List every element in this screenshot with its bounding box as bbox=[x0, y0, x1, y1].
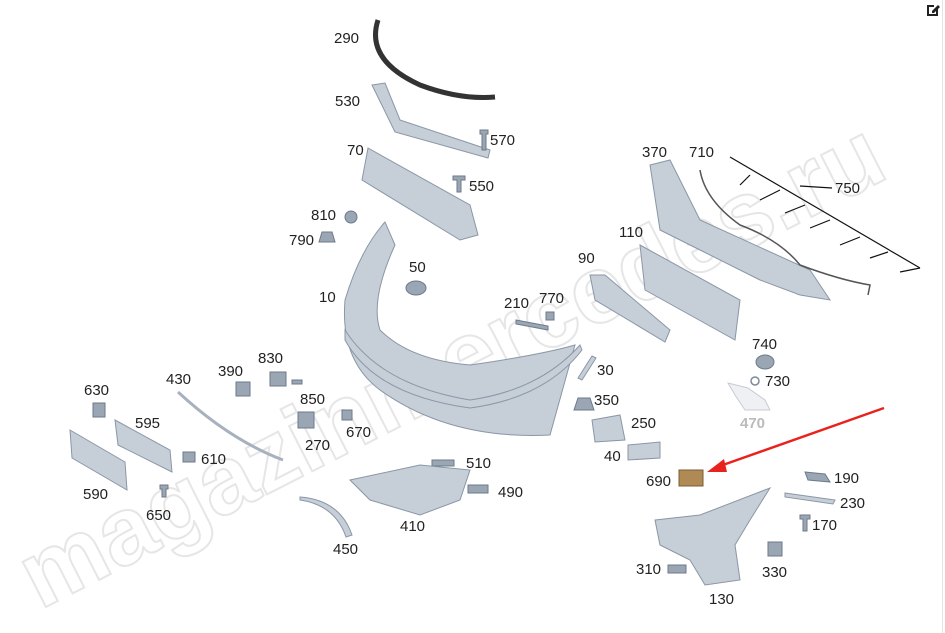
label-770[interactable]: 770 bbox=[539, 290, 564, 307]
part-530-bracket[interactable] bbox=[371, 82, 491, 159]
label-130[interactable]: 130 bbox=[709, 591, 734, 608]
label-290[interactable]: 290 bbox=[334, 30, 359, 47]
label-70[interactable]: 70 bbox=[347, 142, 364, 159]
part-310-clip[interactable] bbox=[667, 564, 687, 574]
label-170[interactable]: 170 bbox=[812, 517, 837, 534]
label-30[interactable]: 30 bbox=[597, 362, 614, 379]
part-710-cable[interactable] bbox=[699, 169, 871, 296]
label-590[interactable]: 590 bbox=[83, 486, 108, 503]
label-740[interactable]: 740 bbox=[752, 336, 777, 353]
part-40-insert[interactable] bbox=[627, 441, 661, 461]
part-110-grille-frame[interactable] bbox=[639, 244, 741, 341]
part-690-module[interactable] bbox=[678, 469, 704, 487]
part-470-holder[interactable] bbox=[726, 382, 771, 411]
part-410-lower-grille[interactable] bbox=[348, 464, 471, 516]
part-70-grille[interactable] bbox=[361, 147, 479, 241]
part-595-plate-holder[interactable] bbox=[114, 419, 173, 473]
label-410[interactable]: 410 bbox=[400, 518, 425, 535]
label-310[interactable]: 310 bbox=[636, 561, 661, 578]
part-670-clip[interactable] bbox=[341, 409, 353, 421]
label-250[interactable]: 250 bbox=[631, 415, 656, 432]
part-730-ring[interactable] bbox=[750, 376, 760, 386]
label-790[interactable]: 790 bbox=[289, 232, 314, 249]
label-10[interactable]: 10 bbox=[319, 289, 336, 306]
label-750[interactable]: 750 bbox=[835, 180, 860, 197]
label-50[interactable]: 50 bbox=[409, 259, 426, 276]
label-510[interactable]: 510 bbox=[466, 455, 491, 472]
label-610[interactable]: 610 bbox=[201, 451, 226, 468]
label-550[interactable]: 550 bbox=[469, 178, 494, 195]
highlight-arrow bbox=[707, 406, 885, 472]
part-130-bracket[interactable] bbox=[654, 486, 772, 586]
part-650-screw[interactable] bbox=[159, 484, 169, 498]
label-90[interactable]: 90 bbox=[578, 250, 595, 267]
label-850[interactable]: 850 bbox=[300, 391, 325, 408]
part-210-strip[interactable] bbox=[515, 319, 549, 331]
label-330[interactable]: 330 bbox=[762, 564, 787, 581]
part-250-bracket[interactable] bbox=[591, 414, 626, 443]
label-230[interactable]: 230 bbox=[840, 495, 865, 512]
part-430-strip[interactable] bbox=[176, 390, 284, 462]
label-430[interactable]: 430 bbox=[166, 371, 191, 388]
part-550-screw[interactable] bbox=[452, 175, 466, 193]
part-290-trim-strip[interactable] bbox=[373, 19, 496, 100]
label-670[interactable]: 670 bbox=[346, 424, 371, 441]
label-110[interactable]: 110 bbox=[619, 224, 643, 241]
label-470[interactable]: 470 bbox=[740, 415, 765, 432]
part-610-clip[interactable] bbox=[182, 451, 196, 463]
part-810-clip[interactable] bbox=[344, 210, 358, 224]
label-570[interactable]: 570 bbox=[490, 132, 515, 149]
label-730[interactable]: 730 bbox=[765, 373, 790, 390]
part-750-sensor-strip[interactable] bbox=[729, 156, 921, 273]
label-190[interactable]: 190 bbox=[834, 470, 859, 487]
label-530[interactable]: 530 bbox=[335, 93, 360, 110]
panel-edge bbox=[942, 0, 943, 633]
label-650[interactable]: 650 bbox=[146, 507, 171, 524]
part-10-lower-lip[interactable] bbox=[344, 328, 583, 409]
part-850-screw[interactable] bbox=[291, 379, 303, 385]
part-510-clip[interactable] bbox=[431, 459, 455, 467]
part-30-strip[interactable] bbox=[577, 355, 597, 381]
label-40[interactable]: 40 bbox=[604, 448, 621, 465]
label-390[interactable]: 390 bbox=[218, 363, 243, 380]
label-595[interactable]: 595 bbox=[135, 415, 160, 432]
label-830[interactable]: 830 bbox=[258, 350, 283, 367]
part-790-clip[interactable] bbox=[318, 231, 336, 243]
part-370-absorber[interactable] bbox=[649, 159, 832, 301]
label-710[interactable]: 710 bbox=[689, 144, 714, 161]
edit-icon[interactable] bbox=[925, 2, 941, 18]
part-570-screw[interactable] bbox=[479, 129, 489, 151]
part-170-screw[interactable] bbox=[799, 514, 811, 532]
label-490[interactable]: 490 bbox=[498, 484, 523, 501]
part-350-clip[interactable] bbox=[573, 397, 595, 411]
part-230-strip[interactable] bbox=[784, 492, 836, 505]
label-270[interactable]: 270 bbox=[305, 437, 330, 454]
label-690[interactable]: 690 bbox=[646, 473, 671, 490]
label-630[interactable]: 630 bbox=[84, 382, 109, 399]
part-450-trim[interactable] bbox=[299, 496, 353, 538]
part-50-emblem[interactable] bbox=[405, 280, 427, 296]
part-190-clip[interactable] bbox=[804, 471, 831, 483]
part-490-clip[interactable] bbox=[467, 484, 489, 494]
part-740-sensor[interactable] bbox=[755, 354, 775, 370]
part-270-bracket[interactable] bbox=[297, 411, 315, 429]
part-630-clip[interactable] bbox=[92, 402, 106, 418]
label-450[interactable]: 450 bbox=[333, 541, 358, 558]
part-770-clip[interactable] bbox=[545, 311, 555, 321]
label-350[interactable]: 350 bbox=[594, 392, 619, 409]
part-90-frame[interactable] bbox=[589, 274, 671, 343]
label-210[interactable]: 210 bbox=[504, 295, 529, 312]
part-830-bracket[interactable] bbox=[269, 371, 287, 387]
label-810[interactable]: 810 bbox=[311, 207, 336, 224]
label-370[interactable]: 370 bbox=[642, 144, 667, 161]
part-590-license-plate-base[interactable] bbox=[69, 429, 128, 491]
part-330-plate[interactable] bbox=[767, 541, 783, 557]
part-390-bracket[interactable] bbox=[235, 381, 251, 397]
